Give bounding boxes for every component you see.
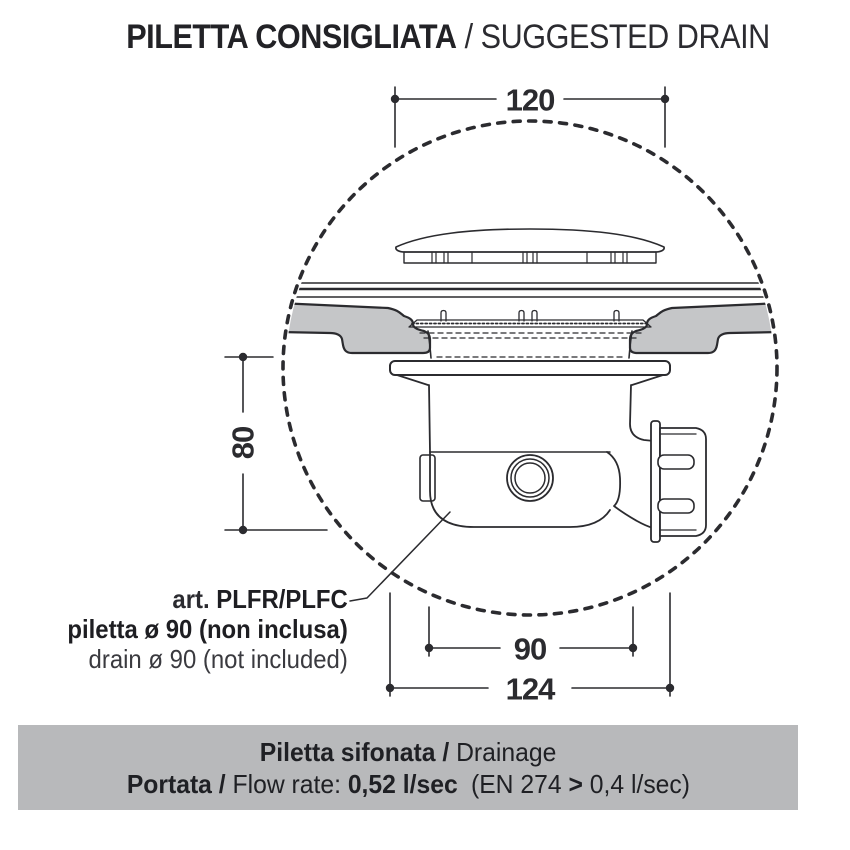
drain-article-label: art. PLFR/PLFC piletta ø 90 (non inclusa… [68, 584, 348, 674]
dimension-total-width: 124 [385, 592, 675, 707]
article-prefix: art. [172, 584, 217, 614]
article-note-italian: piletta ø 90 (non inclusa) [67, 614, 348, 644]
dimension-height: 80 [224, 352, 328, 535]
tray-section-right [628, 301, 774, 355]
article-code: PLFR/PLFC [216, 584, 348, 614]
flow-rate-norm-value: 0,4 l/sec) [589, 768, 690, 799]
article-code-line: art. PLFR/PLFC [68, 584, 348, 614]
dimension-90-label: 90 [514, 632, 546, 667]
drainage-title-line: Piletta sifonata / Drainage [260, 736, 557, 768]
title-italian: PILETTA CONSIGLIATA [126, 18, 457, 56]
detail-zoom-circle [281, 119, 779, 617]
drain-body [389, 360, 671, 529]
article-note-english: drain ø 90 (not included) [88, 644, 348, 674]
flow-rate-value: 0,52 l/sec [347, 768, 458, 799]
drain-cover-cap [395, 228, 665, 264]
outlet-nut [650, 420, 707, 543]
title-english: / SUGGESTED DRAIN [456, 18, 771, 56]
tray-cross-section [286, 282, 774, 355]
flow-rate-line: Portata / Flow rate: 0,52 l/sec (EN 274 >… [126, 768, 689, 800]
flow-rate-norm-gt: > [568, 768, 590, 799]
strainer-seal [408, 309, 652, 359]
dimension-drain-diameter: 90 [424, 606, 638, 667]
dimension-top-width: 120 [390, 83, 670, 148]
dimension-120-label: 120 [506, 83, 555, 118]
drainage-label-italian: Piletta sifonata / [259, 736, 457, 767]
flow-rate-label-italian: Portata / [126, 768, 233, 799]
flow-rate-norm-open: (EN 274 [470, 768, 569, 799]
page-title: PILETTA CONSIGLIATA / SUGGESTED DRAIN [86, 18, 810, 57]
drainage-label-english: Drainage [456, 736, 557, 767]
label-leader-line [349, 511, 451, 602]
dimension-80-label: 80 [226, 427, 261, 459]
cap-skirt-slots [431, 251, 628, 264]
drainage-info-bar: Piletta sifonata / Drainage Portata / Fl… [18, 725, 798, 810]
dimension-124-label: 124 [506, 672, 556, 707]
tray-section-left [286, 301, 432, 355]
flow-rate-label-english: Flow rate: [232, 768, 348, 799]
